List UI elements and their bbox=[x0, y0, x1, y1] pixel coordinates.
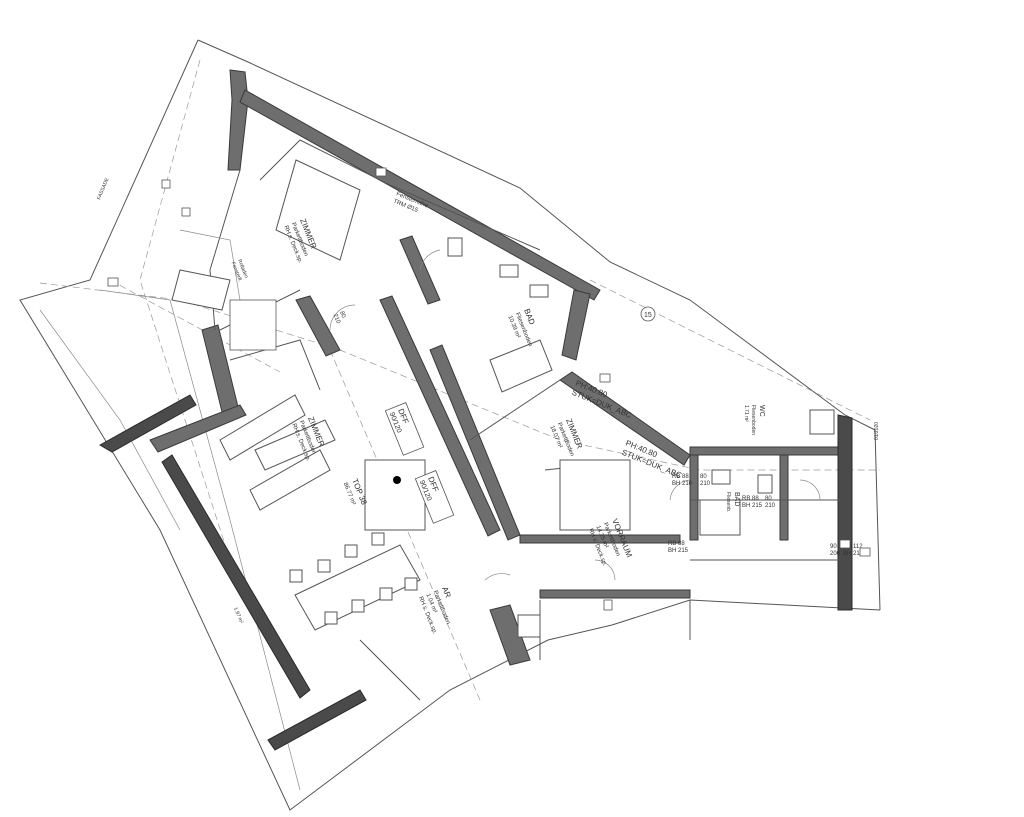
desk-top-room bbox=[171, 269, 231, 311]
exterior-walls bbox=[98, 69, 853, 751]
hob-marker bbox=[393, 476, 401, 484]
toilet-wc bbox=[757, 474, 773, 494]
kitchen-island bbox=[364, 459, 426, 531]
sofa-3 bbox=[249, 449, 331, 511]
room-wc: WC Fliesenboden 1.71 m² bbox=[743, 405, 765, 435]
room-bad-small: BAD Fliesenb. bbox=[725, 492, 740, 512]
shaft-1 bbox=[809, 409, 835, 435]
door-tag-8: 80 210 bbox=[332, 311, 347, 326]
door-rb: RB 88 bbox=[742, 496, 759, 502]
door-tag-4: 80 210 bbox=[765, 496, 776, 509]
area-note-text: 1.97 m² bbox=[232, 607, 244, 625]
bathtub bbox=[489, 339, 553, 393]
door-tag-1: RB 88 BH 210 bbox=[672, 474, 693, 487]
door-tag-3: RB 88 BH 215 bbox=[742, 496, 763, 509]
edge-code: 01/2020 bbox=[874, 422, 880, 440]
grid-number: 15 bbox=[644, 312, 652, 319]
room-name: WC bbox=[758, 405, 765, 417]
room-info: 1.71 m² bbox=[743, 405, 749, 422]
wall-symbols bbox=[107, 167, 871, 611]
door-tag-7: RB 112 BH 215 bbox=[843, 544, 864, 557]
door-rb: RB 88 bbox=[672, 474, 689, 480]
sink-bad-small bbox=[711, 469, 731, 485]
door-w: 90 bbox=[830, 544, 837, 550]
bath-sink-1 bbox=[499, 264, 519, 278]
door-h: 200 bbox=[830, 551, 841, 557]
grid-marker: 15 bbox=[640, 306, 656, 322]
room-info: Fliesenboden bbox=[750, 405, 756, 435]
bath-sink-2 bbox=[529, 284, 549, 298]
door-tag-2: 80 210 bbox=[700, 474, 711, 487]
height-note-1: PH:40.80 STUK=DUK_ABC bbox=[571, 379, 634, 421]
room-zimmer-mid: ZIMMER Parkettboden 18.07 m² bbox=[548, 417, 584, 457]
shower-bad-small bbox=[699, 499, 741, 536]
shaft-2 bbox=[517, 614, 541, 638]
door-h: 210 bbox=[765, 503, 776, 509]
furniture bbox=[171, 159, 835, 638]
door-w: 80 bbox=[700, 474, 707, 480]
door-h: 210 bbox=[700, 481, 711, 487]
door-rb: RB 88 bbox=[668, 541, 685, 547]
room-name: BAD bbox=[733, 492, 740, 506]
interior-lines bbox=[179, 139, 840, 701]
facade-label: FASSADE bbox=[96, 177, 110, 201]
bed-top-room bbox=[275, 159, 361, 261]
door-swings bbox=[329, 249, 821, 581]
facade-note: FASSADE bbox=[96, 177, 110, 201]
room-info: Fliesenb. bbox=[725, 492, 731, 512]
dining-table bbox=[294, 544, 421, 631]
door-h: 210 bbox=[332, 313, 342, 325]
room-name: AR bbox=[440, 585, 453, 599]
door-rb: RB 112 bbox=[843, 544, 863, 550]
door-w: 80 bbox=[338, 311, 346, 320]
sofa-2 bbox=[254, 419, 336, 471]
door-bh: BH 215 bbox=[843, 551, 864, 557]
door-bh: BH 215 bbox=[742, 503, 763, 509]
door-bh: BH 215 bbox=[668, 548, 689, 554]
dff-label-1: DFF 90/120 bbox=[384, 402, 425, 456]
bed-mid-room bbox=[559, 459, 631, 531]
left-note: Rolladen Fensterfl. bbox=[230, 259, 250, 283]
room-ar: AR Parkettboden 1.04 m² RH s. Deck.sp. bbox=[417, 585, 453, 635]
door-bh: BH 210 bbox=[672, 481, 693, 487]
toilet-bath bbox=[447, 237, 463, 257]
sofa-1 bbox=[219, 394, 306, 461]
door-w: 80 bbox=[765, 496, 772, 502]
edge-code-text: 01/2020 bbox=[874, 422, 880, 440]
door-tag-5: RB 88 BH 215 bbox=[668, 541, 689, 554]
door-tag-6: 90 200 bbox=[830, 544, 841, 557]
area-note: 1.97 m² bbox=[232, 607, 244, 625]
